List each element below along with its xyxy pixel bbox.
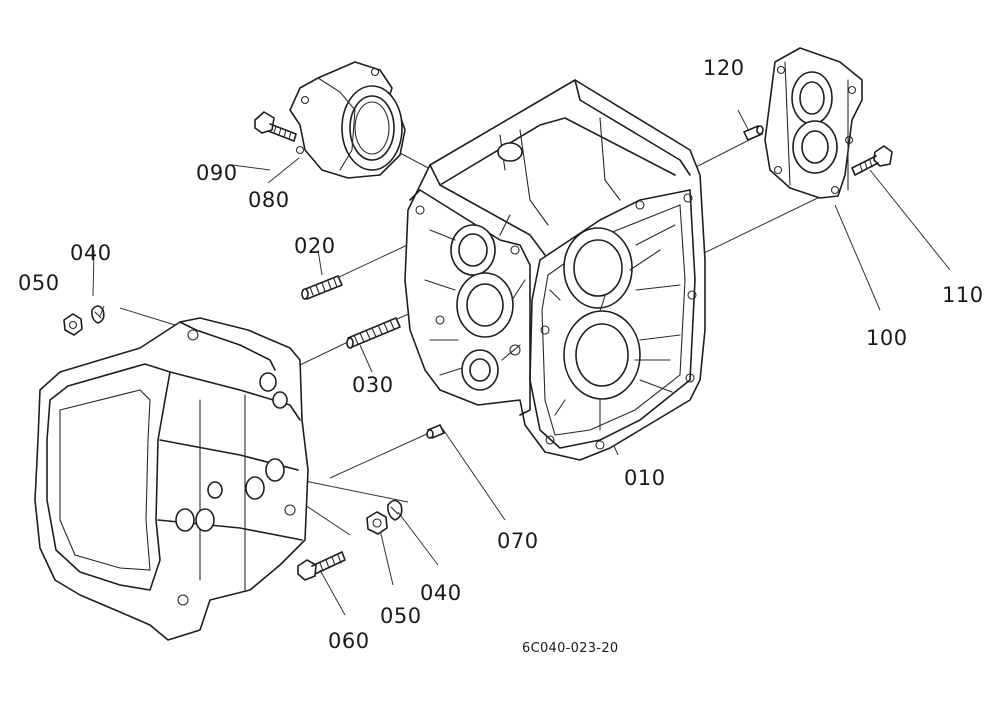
callout-120: 120	[703, 56, 745, 80]
washer-part-040-top	[91, 305, 105, 324]
callout-040-top: 040	[70, 241, 112, 265]
mid-housing-part-010	[404, 79, 706, 461]
stud-bolt-part-030	[346, 317, 401, 349]
rear-transmission-case	[34, 317, 309, 641]
bearing-holder-part-080	[289, 61, 406, 179]
cover-plate-part-100	[764, 47, 863, 199]
nut-part-050-top	[63, 313, 83, 336]
dowel-pin-part-120	[743, 125, 764, 141]
bolt-part-090	[254, 111, 297, 142]
callout-070: 070	[497, 529, 539, 553]
callout-080: 080	[248, 188, 290, 212]
callout-030: 030	[352, 373, 394, 397]
drawing-code: 6C040-023-20	[522, 641, 619, 656]
callout-050-bottom: 050	[380, 604, 422, 628]
callout-050-top: 050	[18, 271, 60, 295]
dowel-pin-part-070	[426, 424, 445, 439]
callout-100: 100	[866, 326, 908, 350]
callout-020: 020	[294, 234, 336, 258]
washer-part-040-bottom	[387, 499, 403, 521]
callout-090: 090	[196, 161, 238, 185]
callout-060: 060	[328, 629, 370, 653]
bolt-part-060	[297, 551, 346, 581]
callout-040-bottom: 040	[420, 581, 462, 605]
nut-part-050-bottom	[366, 511, 388, 535]
stud-bolt-part-020	[301, 275, 343, 300]
bolt-part-110	[851, 145, 893, 176]
callout-010: 010	[624, 466, 666, 490]
callout-110: 110	[942, 283, 984, 307]
